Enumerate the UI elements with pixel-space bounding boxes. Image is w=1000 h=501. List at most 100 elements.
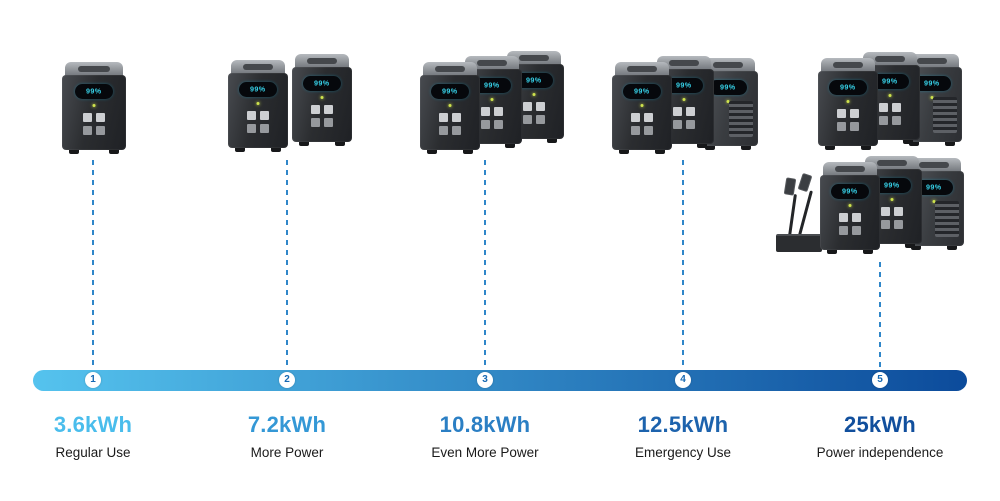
connector-line-1	[92, 160, 94, 370]
led-indicator	[320, 96, 324, 99]
connector-line-5	[879, 262, 881, 370]
step-label-2: 7.2kWh More Power	[197, 412, 377, 460]
led-indicator	[256, 102, 260, 105]
unit-handle	[821, 58, 875, 73]
battery-percent: 99%	[926, 183, 942, 192]
battery-display: 99%	[303, 76, 341, 91]
step-label-3: 10.8kWh Even More Power	[395, 412, 575, 460]
unit-front: 99%	[820, 175, 880, 250]
led-indicator	[846, 100, 850, 103]
battery-percent: 99%	[86, 87, 102, 96]
battery-display: 99%	[913, 76, 951, 91]
led-indicator	[930, 96, 934, 99]
capacity-text: 7.2kWh	[247, 412, 327, 437]
step-marker-1: 1	[85, 372, 101, 388]
ac-outlets	[839, 213, 848, 222]
ac-outlets	[673, 107, 682, 116]
unit-handle	[65, 62, 123, 77]
led-indicator	[682, 98, 686, 101]
capacity-scale-bar	[33, 370, 967, 391]
power-station: 99%	[820, 162, 880, 254]
connector-line-2	[286, 160, 288, 370]
battery-display: 99%	[665, 78, 703, 93]
hub-plug	[783, 177, 797, 196]
unit-handle	[615, 62, 669, 77]
battery-display: 99%	[473, 78, 511, 93]
double-voltage-hub	[776, 234, 822, 252]
battery-display: 99%	[239, 82, 277, 97]
battery-percent: 99%	[250, 85, 266, 94]
step-number: 1	[90, 374, 96, 385]
unit-handle	[657, 56, 711, 71]
led-indicator	[726, 100, 730, 103]
ac-outlets	[311, 105, 320, 114]
power-station: 99%	[612, 62, 672, 154]
battery-percent: 99%	[526, 76, 542, 85]
step-label-4: 12.5kWh Emergency Use	[593, 412, 773, 460]
led-indicator	[890, 198, 894, 201]
step-number: 3	[482, 374, 488, 385]
battery-display: 99%	[431, 84, 469, 99]
unit-handle	[863, 52, 917, 67]
power-station: 99%	[62, 62, 126, 154]
unit-handle	[231, 60, 285, 75]
ac-outlets	[83, 113, 92, 122]
ac-outlets	[523, 102, 532, 111]
battery-percent: 99%	[882, 77, 898, 86]
use-text: Regular Use	[55, 445, 131, 460]
ac-outlets	[631, 113, 640, 122]
ac-outlets	[837, 109, 846, 118]
step-marker-2: 2	[279, 372, 295, 388]
unit-front: 99%	[818, 71, 878, 146]
step-number: 4	[680, 374, 686, 385]
ac-outlets	[879, 103, 888, 112]
battery-display: 99%	[915, 180, 953, 195]
led-indicator	[448, 104, 452, 107]
battery-percent: 99%	[840, 83, 856, 92]
connector-line-4	[682, 160, 684, 370]
unit-front: 99%	[420, 75, 480, 150]
power-station: 99%	[292, 54, 352, 146]
step-marker-4: 4	[675, 372, 691, 388]
battery-percent: 99%	[314, 79, 330, 88]
led-indicator	[92, 104, 96, 107]
step-label-1: 3.6kWh Regular Use	[3, 412, 183, 460]
use-text: Power independence	[816, 445, 944, 460]
unit-front: 99%	[62, 75, 126, 150]
unit-handle	[823, 162, 877, 177]
hub-plug	[797, 172, 813, 193]
battery-percent: 99%	[842, 187, 858, 196]
power-station: 99%	[228, 60, 288, 152]
power-station: 99%	[818, 58, 878, 150]
ac-outlets	[881, 207, 890, 216]
battery-display: 99%	[623, 84, 661, 99]
battery-display: 99%	[873, 178, 911, 193]
battery-display: 99%	[75, 84, 113, 99]
unit-handle	[701, 58, 755, 73]
battery-percent: 99%	[484, 81, 500, 90]
battery-display: 99%	[709, 80, 747, 95]
battery-display: 99%	[515, 73, 553, 88]
unit-front: 99%	[292, 67, 352, 142]
capacity-text: 25kWh	[844, 412, 916, 437]
unit-handle	[423, 62, 477, 77]
ac-outlets	[439, 113, 448, 122]
led-indicator	[532, 93, 536, 96]
step-marker-5: 5	[872, 372, 888, 388]
capacity-text: 3.6kWh	[53, 412, 133, 437]
battery-percent: 99%	[924, 79, 940, 88]
ac-outlets	[247, 111, 256, 120]
unit-front: 99%	[612, 75, 672, 150]
battery-percent: 99%	[442, 87, 458, 96]
led-indicator	[932, 200, 936, 203]
use-text: Emergency Use	[634, 445, 732, 460]
capacity-text: 10.8kWh	[439, 412, 531, 437]
battery-percent: 99%	[884, 181, 900, 190]
hub-cable	[798, 190, 813, 236]
battery-display: 99%	[829, 80, 867, 95]
unit-handle	[465, 56, 519, 71]
power-station: 99%	[420, 62, 480, 154]
use-text: Even More Power	[431, 445, 539, 460]
led-indicator	[490, 98, 494, 101]
battery-display: 99%	[871, 74, 909, 89]
